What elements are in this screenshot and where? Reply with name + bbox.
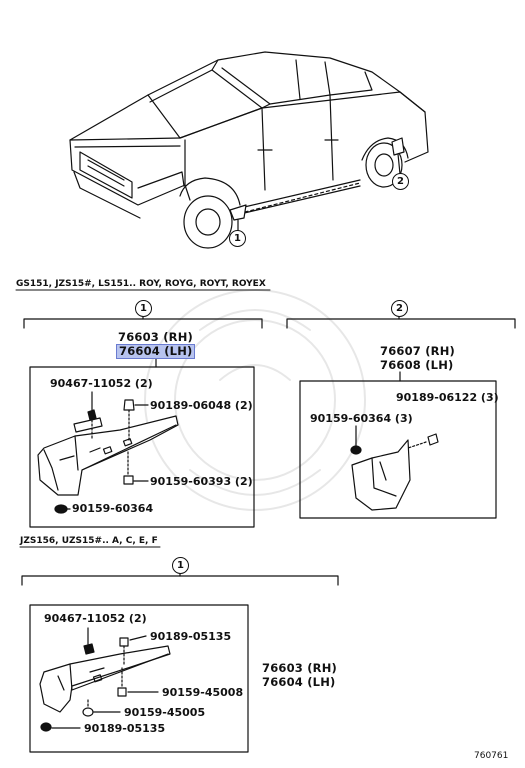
part-90159-60393[interactable]: 90159-60393 (2) [150, 475, 253, 488]
part-90189-05135-upper[interactable]: 90189-05135 [150, 630, 232, 643]
applicability-top: GS151, JZS15#, LS151.. ROY, ROYG, ROYT, … [16, 279, 266, 289]
callout-1-top: 1 [135, 300, 152, 317]
bottom-section-frames [19, 546, 339, 753]
car-illustration [69, 51, 429, 249]
callout-1-car: 1 [229, 230, 246, 247]
part-76604-lh-bottom[interactable]: 76604 (LH) [262, 675, 336, 689]
callout-1-bottom: 1 [172, 557, 189, 574]
part-90159-60364[interactable]: 90159-60364 [72, 502, 154, 515]
part-90467-11052[interactable]: 90467-11052 (2) [50, 377, 153, 390]
top-section-frames [15, 289, 516, 528]
mudguard-front-bottom [39, 627, 171, 732]
figure-id: 760761 [474, 751, 509, 761]
part-90159-45005[interactable]: 90159-45005 [124, 706, 206, 719]
applicability-bottom: JZS156, UZS15#.. A, C, E, F [20, 536, 158, 546]
part-76603-rh[interactable]: 76603 (RH) [118, 330, 194, 344]
part-90467-11052-bottom[interactable]: 90467-11052 (2) [44, 612, 147, 625]
part-90189-06122[interactable]: 90189-06122 (3) [396, 391, 499, 404]
mudguard-front-top [37, 391, 179, 514]
part-76608-lh[interactable]: 76608 (LH) [380, 358, 454, 372]
part-76604-lh[interactable]: 76604 (LH) [116, 344, 196, 359]
callout-2-car: 2 [392, 173, 409, 190]
part-90189-05135-lower[interactable]: 90189-05135 [84, 722, 166, 735]
callout-2-top: 2 [391, 300, 408, 317]
part-90189-06048[interactable]: 90189-06048 (2) [150, 399, 253, 412]
part-76607-rh[interactable]: 76607 (RH) [380, 344, 456, 358]
part-76603-rh-bottom[interactable]: 76603 (RH) [262, 661, 338, 675]
part-90159-60364-3[interactable]: 90159-60364 (3) [310, 412, 413, 425]
mudguard-rear-top [350, 425, 439, 511]
part-90159-45008[interactable]: 90159-45008 [162, 686, 244, 699]
